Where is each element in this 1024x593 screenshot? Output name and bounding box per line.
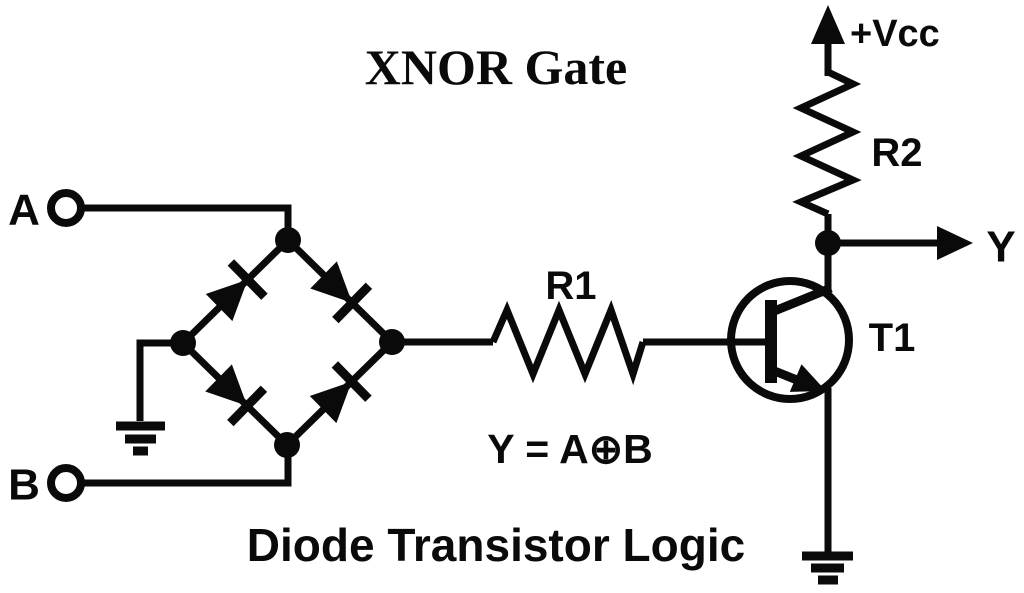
output-arrow-icon <box>937 226 973 260</box>
wire-input-b <box>81 445 292 487</box>
equation-label: Y = A⊕B <box>487 426 652 472</box>
input-a-terminal-icon <box>47 189 85 227</box>
input-b-terminal-icon <box>47 464 85 502</box>
junction-bottom <box>274 432 300 458</box>
transistor-t1-label: T1 <box>869 316 916 360</box>
output-label: Y <box>986 223 1015 272</box>
resistor-r1-icon <box>489 300 647 386</box>
junction-top <box>275 227 301 253</box>
diode-left-top-icon <box>205 259 268 322</box>
ground-left-icon <box>116 421 165 456</box>
caption-label: Diode Transistor Logic <box>247 519 745 571</box>
diode-top-right-icon <box>310 261 373 324</box>
transistor-emitter-arrow-icon <box>789 364 826 392</box>
diagram-title: XNOR Gate <box>365 39 627 95</box>
transistor-t1-body-icon <box>727 277 853 403</box>
vcc-label: +Vcc <box>850 13 940 55</box>
resistor-r1-label: R1 <box>545 264 596 308</box>
vcc-arrow-icon <box>811 5 845 44</box>
wire-left-ground <box>136 339 183 421</box>
ground-right-icon <box>802 551 853 585</box>
diode-bottom-right-icon <box>309 361 372 424</box>
wire-input-a <box>81 204 292 240</box>
input-a-label: A <box>8 186 40 235</box>
transistor-collector-lead <box>770 283 833 317</box>
diode-left-bottom-icon <box>205 364 268 427</box>
input-b-label: B <box>8 461 40 510</box>
resistor-r2-label: R2 <box>871 131 922 175</box>
diode-bridge-frame <box>178 235 397 450</box>
transistor-base-bar <box>765 300 777 383</box>
resistor-r2-icon <box>792 68 862 218</box>
